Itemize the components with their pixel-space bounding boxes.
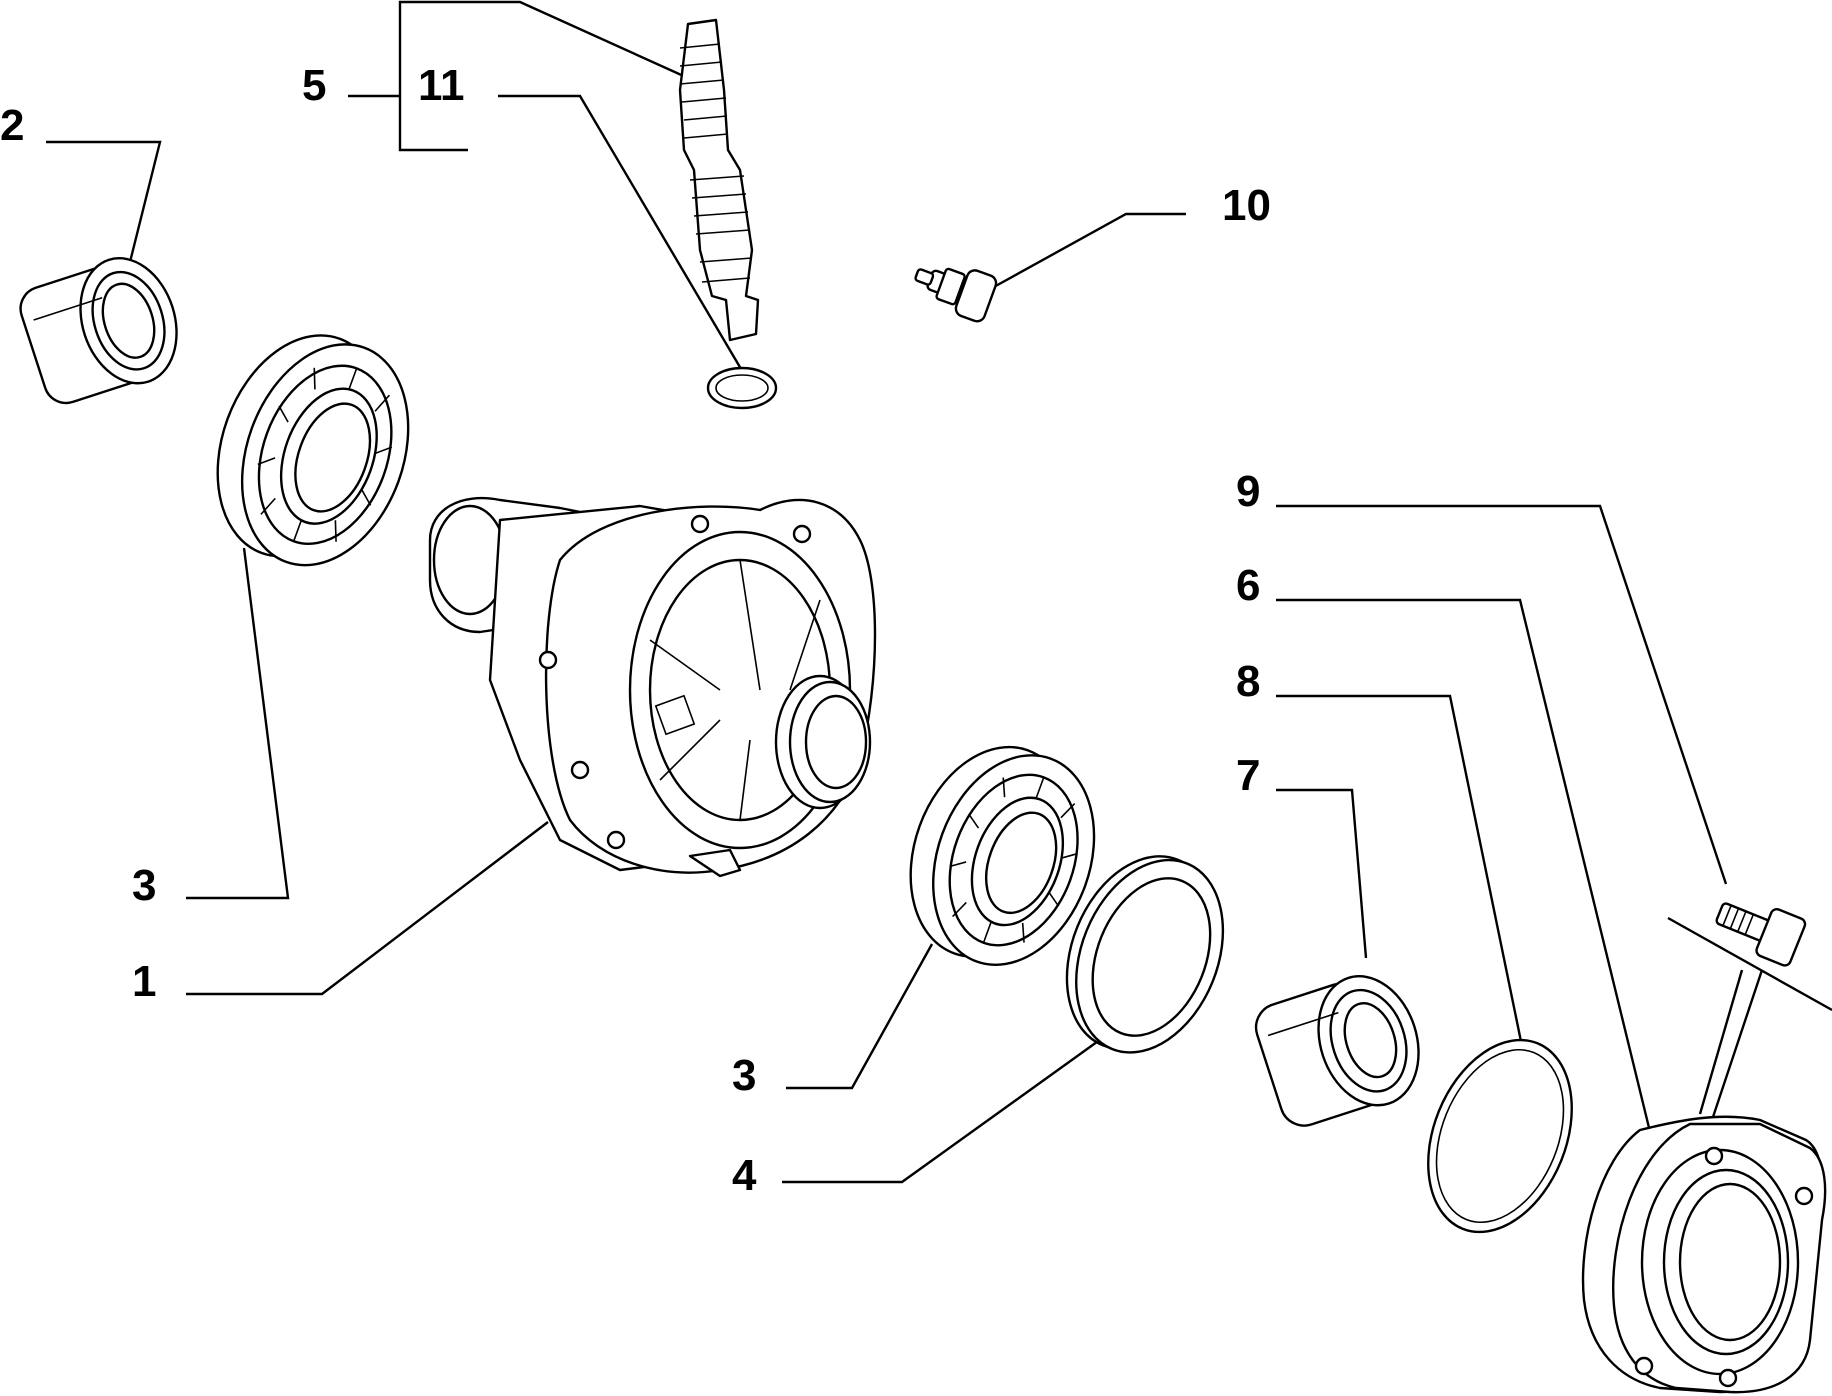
plug-head <box>954 269 998 323</box>
bolt-hole-2 <box>792 524 812 544</box>
part-3-roller-bearing-right <box>909 745 1096 967</box>
cup-bore <box>1343 1002 1398 1079</box>
callout-2: 2 <box>0 101 24 150</box>
axis-tick-a <box>1698 969 1744 1115</box>
callout-8: 8 <box>1236 657 1260 706</box>
leader-2 <box>46 140 162 263</box>
shim-outer <box>1427 1038 1573 1234</box>
bearing-bore <box>294 402 372 513</box>
axis-line-right <box>1667 916 1832 1012</box>
callout-6: 6 <box>1236 561 1260 610</box>
shim-inner <box>1435 1048 1565 1224</box>
leader-3-right <box>786 943 934 1090</box>
cap-bore-inner <box>1678 1182 1782 1342</box>
plug-tip <box>914 268 935 286</box>
bearing-rollers <box>949 777 1078 944</box>
bolt-hole-5 <box>538 650 558 670</box>
housing-hub-bore <box>804 694 868 790</box>
leader-10 <box>991 212 1186 290</box>
housing-window <box>654 694 696 736</box>
leader-9 <box>1276 504 1728 885</box>
bolt-hole-4 <box>606 830 626 850</box>
bearing-rollers <box>257 367 393 542</box>
leader-3-left <box>186 547 290 900</box>
leader-11 <box>498 94 746 375</box>
leader-4 <box>782 1033 1109 1184</box>
plug-collar <box>935 267 966 306</box>
cap-hole-4 <box>1718 1368 1738 1388</box>
bolt-head <box>1755 908 1807 967</box>
leader-7 <box>1276 788 1368 959</box>
callout-4: 4 <box>732 1151 757 1200</box>
part-1-differential-housing <box>428 496 877 878</box>
leader-5-bracket <box>398 0 689 152</box>
housing-bottom-lug <box>688 848 742 878</box>
callout-3-left: 3 <box>132 861 156 910</box>
callout-3-right: 3 <box>732 1051 756 1100</box>
cup-edge <box>1267 1011 1339 1037</box>
callout-1: 1 <box>132 957 156 1006</box>
callout-7: 7 <box>1236 751 1260 800</box>
cap-hole-1 <box>1704 1146 1724 1166</box>
part-7-bearing-cup <box>1254 975 1420 1127</box>
part-5-shaft <box>678 18 760 342</box>
callout-9: 9 <box>1236 467 1260 516</box>
shaft-grooves <box>679 43 753 283</box>
part-3-roller-bearing-left <box>216 334 410 567</box>
callout-10: 10 <box>1222 181 1271 230</box>
bearing-bore <box>985 811 1058 915</box>
axis-tick-b <box>1710 969 1764 1121</box>
bolt-hole-1 <box>690 514 710 534</box>
bolt-hole-3 <box>570 760 590 780</box>
leader-6 <box>1276 598 1654 1141</box>
cup-edge <box>33 296 103 321</box>
part-11-o-ring-outer <box>706 366 778 410</box>
part-11-o-ring-inner <box>715 374 769 402</box>
callout-11: 11 <box>418 61 465 110</box>
part-4-seal-ring <box>1065 855 1225 1054</box>
part-2-bearing-cup <box>19 257 178 405</box>
callout-5: 5 <box>302 61 326 110</box>
leader-lines <box>46 0 1832 1184</box>
bolt-threads <box>1722 905 1755 936</box>
seal-inner <box>1091 877 1212 1037</box>
part-9-bolt <box>1715 902 1807 967</box>
part-6-bearing-cap <box>1581 1115 1827 1394</box>
leader-8 <box>1276 694 1526 1057</box>
leader-1 <box>186 821 549 996</box>
cup-bore <box>101 282 156 359</box>
cap-hole-2 <box>1794 1186 1814 1206</box>
cap-hole-3 <box>1634 1356 1654 1376</box>
part-8-shim <box>1427 1038 1573 1234</box>
part-10-plug <box>914 267 998 323</box>
